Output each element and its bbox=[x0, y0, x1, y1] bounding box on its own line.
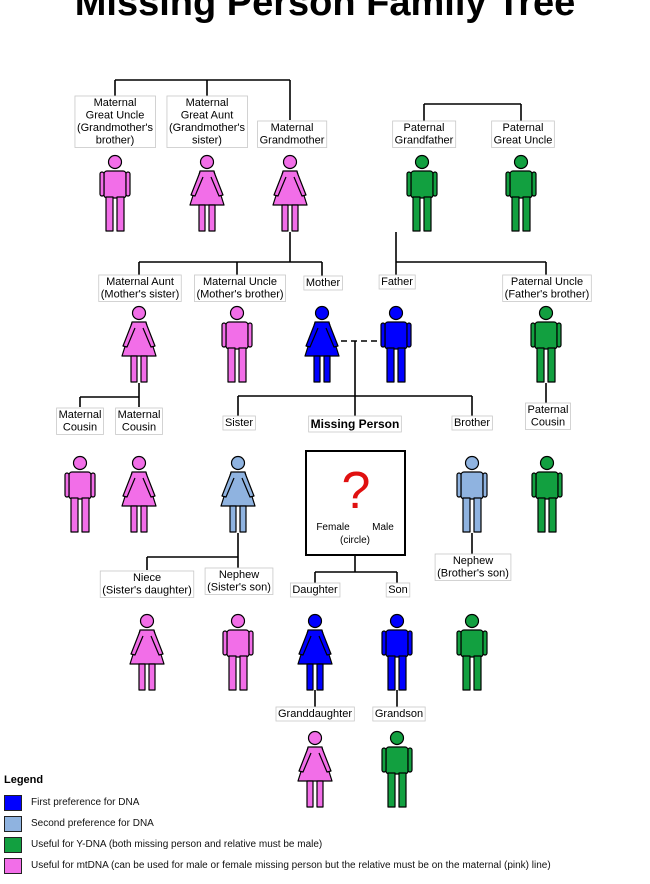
mother-figure bbox=[304, 305, 340, 383]
nephew-brother-figure bbox=[456, 613, 488, 691]
maternal-aunt-figure bbox=[121, 305, 157, 383]
maternal-cousin-2-figure bbox=[121, 455, 157, 533]
missing-person-box: Missing Person? Female Male(circle) bbox=[305, 415, 406, 556]
svg-text:Maternal Uncle(Mother's brothe: Maternal Uncle(Mother's brother) bbox=[196, 276, 283, 301]
male-option-label: Male bbox=[372, 522, 394, 533]
circle-instruction-label: (circle) bbox=[340, 535, 370, 546]
niece-label: Niece(Sister's daughter) bbox=[99, 570, 195, 598]
maternal-uncle-label: Maternal Uncle(Mother's brother) bbox=[194, 274, 286, 302]
mother-label: Mother bbox=[303, 275, 343, 291]
daughter-figure bbox=[297, 613, 333, 691]
question-mark-icon: ? bbox=[342, 462, 371, 520]
son-figure bbox=[381, 613, 413, 691]
paternal-uncle-figure bbox=[530, 305, 562, 383]
svg-text:Paternal Uncle(Father's brothe: Paternal Uncle(Father's brother) bbox=[505, 276, 590, 301]
maternal-uncle-figure bbox=[221, 305, 253, 383]
maternal-great-aunt-figure bbox=[189, 154, 225, 232]
sister-figure bbox=[220, 455, 256, 533]
legend-item: Useful for mtDNA (can be used for male o… bbox=[4, 855, 650, 876]
legend-text: Useful for Y-DNA (both missing person an… bbox=[31, 839, 323, 850]
niece-figure bbox=[129, 613, 165, 691]
maternal-grandmother-figure bbox=[272, 154, 308, 232]
father-figure bbox=[380, 305, 412, 383]
svg-text:Sister: Sister bbox=[225, 417, 253, 429]
father-label: Father bbox=[378, 274, 416, 290]
person-figures bbox=[64, 154, 563, 808]
granddaughter-figure bbox=[297, 730, 333, 808]
legend-item: Second preference for DNA bbox=[4, 813, 650, 834]
legend-swatch bbox=[4, 836, 22, 853]
brother-figure bbox=[456, 455, 488, 533]
legend-item: First preference for DNA bbox=[4, 792, 650, 813]
missing-person-label: Missing Person bbox=[308, 415, 402, 433]
grandson-figure bbox=[381, 730, 413, 808]
nephew-sister-label: Nephew(Sister's son) bbox=[204, 567, 274, 595]
son-label: Son bbox=[385, 582, 411, 598]
legend-text: Useful for mtDNA (can be used for male o… bbox=[31, 860, 551, 871]
paternal-cousin-figure bbox=[531, 455, 563, 533]
svg-text:Mother: Mother bbox=[306, 277, 341, 289]
missing-person-frame bbox=[305, 450, 406, 556]
svg-text:Grandson: Grandson bbox=[375, 708, 423, 720]
daughter-label: Daughter bbox=[289, 582, 341, 598]
svg-text:Father: Father bbox=[381, 276, 413, 288]
svg-text:Daughter: Daughter bbox=[292, 584, 338, 596]
maternal-cousin-1-figure bbox=[64, 455, 96, 533]
svg-text:Maternal Aunt(Mother's sister): Maternal Aunt(Mother's sister) bbox=[101, 276, 180, 301]
maternal-great-uncle-figure bbox=[99, 154, 131, 232]
female-option-label: Female bbox=[316, 522, 350, 533]
legend-item: Useful for Y-DNA (both missing person an… bbox=[4, 834, 650, 855]
sister-label: Sister bbox=[222, 415, 256, 431]
legend-text: Second preference for DNA bbox=[31, 818, 154, 829]
granddaughter-label: Granddaughter bbox=[275, 706, 355, 722]
svg-text:Nephew(Sister's son): Nephew(Sister's son) bbox=[207, 569, 271, 594]
svg-text:Missing Person: Missing Person bbox=[311, 417, 400, 431]
connector-lines bbox=[79, 79, 547, 708]
paternal-great-uncle-figure bbox=[505, 154, 537, 232]
paternal-uncle-label: Paternal Uncle(Father's brother) bbox=[502, 274, 592, 302]
legend: Legend First preference for DNA Second pr… bbox=[4, 774, 650, 876]
grandson-label: Grandson bbox=[372, 706, 426, 722]
nephew-sister-figure bbox=[222, 613, 254, 691]
paternal-grandfather-figure bbox=[406, 154, 438, 232]
svg-text:Son: Son bbox=[388, 584, 408, 596]
legend-title: Legend bbox=[4, 774, 44, 786]
legend-swatch bbox=[4, 857, 22, 874]
legend-text: First preference for DNA bbox=[31, 797, 140, 808]
nephew-brother-label: Nephew(Brother's son) bbox=[434, 553, 512, 581]
svg-text:Brother: Brother bbox=[454, 417, 490, 429]
legend-swatch bbox=[4, 794, 22, 811]
svg-text:Niece(Sister's daughter): Niece(Sister's daughter) bbox=[102, 572, 192, 597]
svg-text:Granddaughter: Granddaughter bbox=[278, 708, 352, 720]
legend-swatch bbox=[4, 815, 22, 832]
brother-label: Brother bbox=[451, 415, 493, 431]
page-title: Missing Person Family Tree bbox=[74, 0, 576, 24]
maternal-aunt-label: Maternal Aunt(Mother's sister) bbox=[98, 274, 182, 302]
svg-text:Nephew(Brother's son): Nephew(Brother's son) bbox=[437, 555, 509, 580]
